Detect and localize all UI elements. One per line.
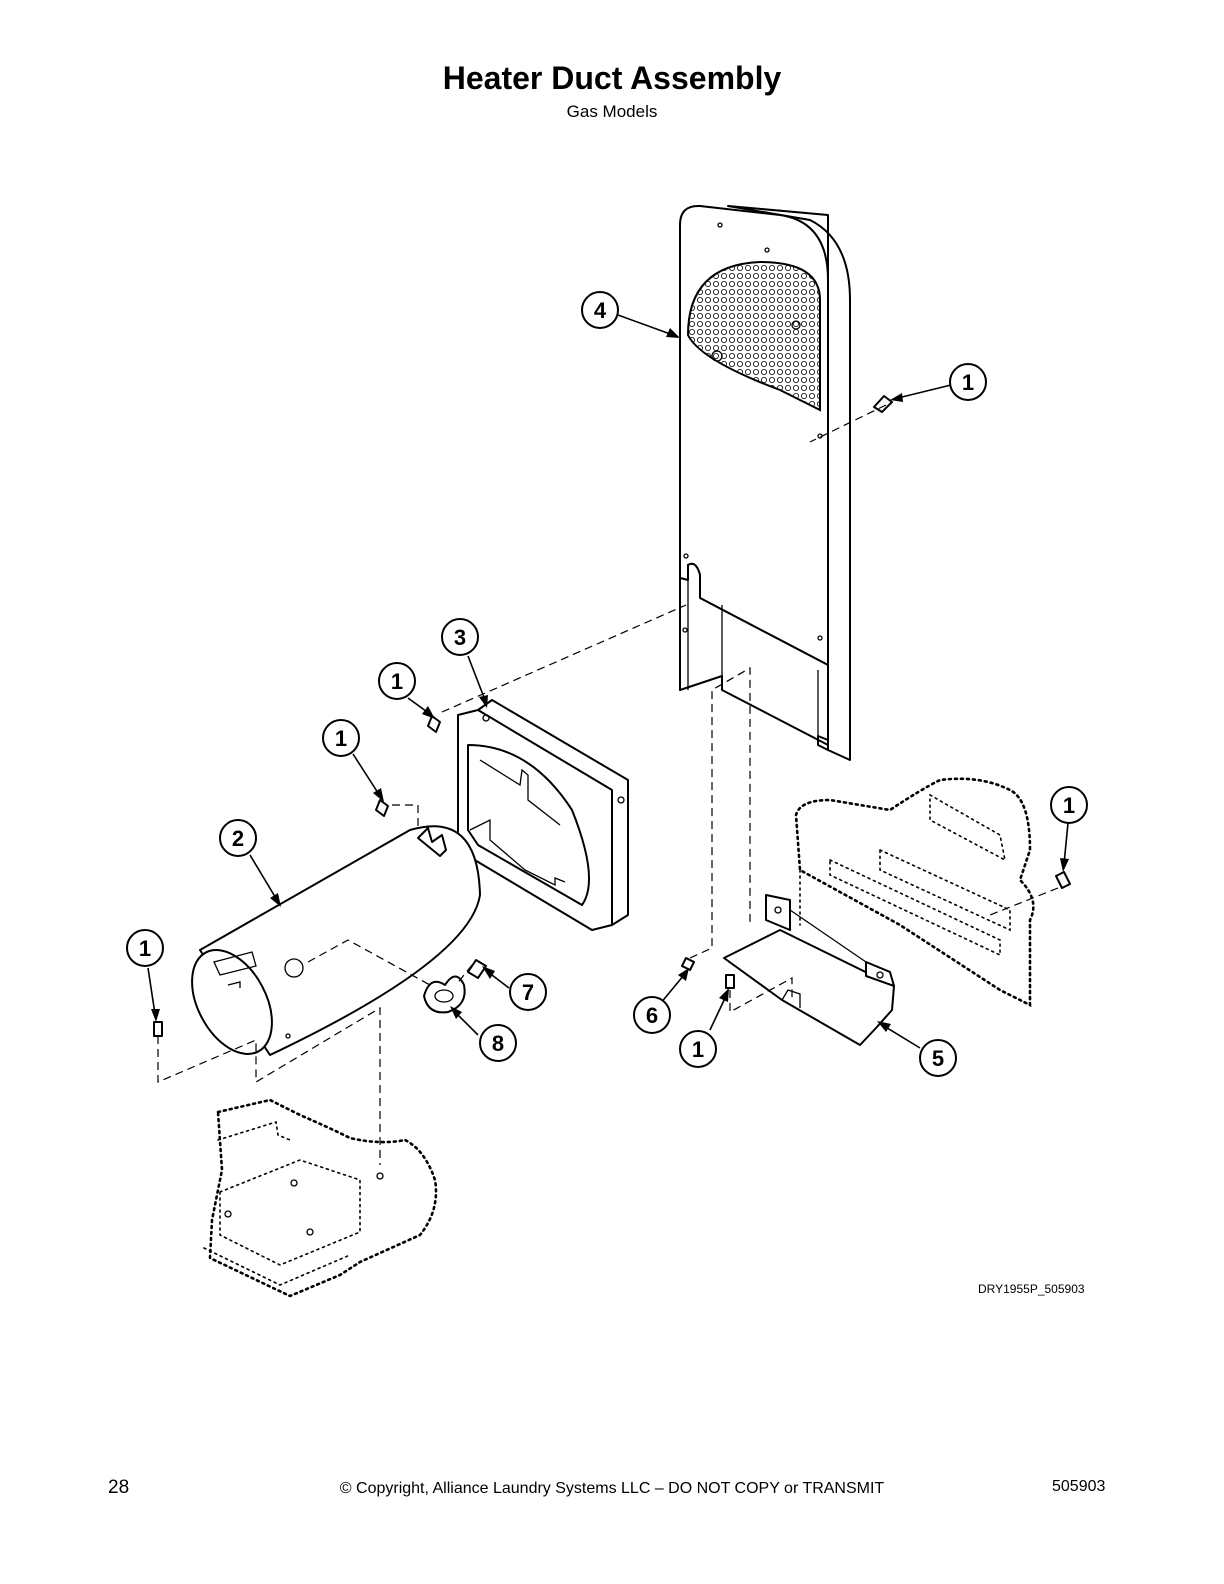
screw-icon <box>681 957 695 971</box>
callout-2: 2 <box>219 819 257 857</box>
page-number: 28 <box>108 1477 130 1498</box>
callout-label: 5 <box>932 1046 944 1071</box>
screw-icon <box>873 395 893 413</box>
callout-6: 6 <box>633 996 671 1034</box>
callout-label: 1 <box>335 726 347 751</box>
callout-label: 1 <box>692 1037 704 1062</box>
callout-label: 8 <box>492 1031 504 1056</box>
callout-label: 4 <box>594 298 607 323</box>
callout-1: 1 <box>322 719 360 757</box>
callout-label: 1 <box>962 370 974 395</box>
copyright-notice: © Copyright, Alliance Laundry Systems LL… <box>339 1480 885 1497</box>
bracket-part <box>723 894 895 1046</box>
callout-label: 2 <box>232 826 244 851</box>
callout-1: 1 <box>378 662 416 700</box>
callout-1: 1 <box>949 363 987 401</box>
callout-5: 5 <box>919 1039 957 1077</box>
thermostat-part <box>423 975 466 1014</box>
callout-8: 8 <box>479 1024 517 1062</box>
burner-base-reference-outline <box>203 1098 438 1298</box>
callout-label: 1 <box>139 936 151 961</box>
drawing-id: DRY1955P_505903 <box>978 1282 1085 1296</box>
callout-1: 1 <box>1050 786 1088 824</box>
screw-icon <box>375 799 389 817</box>
callout-label: 1 <box>391 669 403 694</box>
callout-1: 1 <box>126 929 164 967</box>
screw-icon <box>153 1021 163 1037</box>
callout-label: 3 <box>454 625 466 650</box>
leader-arrows <box>147 314 1069 1049</box>
heater-tube-part <box>191 825 481 1056</box>
callout-3: 3 <box>441 618 479 656</box>
callout-7: 7 <box>509 973 547 1011</box>
callout-label: 7 <box>522 980 534 1005</box>
callout-label: 1 <box>1063 793 1075 818</box>
screw-icons <box>153 395 1071 1037</box>
screw-part-7 <box>467 959 487 979</box>
screw-icon <box>725 974 735 989</box>
cabinet-reference-outline <box>794 777 1035 1008</box>
callout-label: 6 <box>646 1003 658 1028</box>
screw-icon <box>427 715 441 733</box>
screw-icon <box>1055 871 1071 889</box>
document-number: 505903 <box>1052 1478 1106 1495</box>
callout-1: 1 <box>679 1030 717 1068</box>
callout-4: 4 <box>581 291 619 329</box>
page-subtitle: Gas Models <box>566 102 658 121</box>
duct-adapter-part <box>457 699 629 931</box>
heater-duct-panel-part <box>679 204 851 761</box>
page-title: Heater Duct Assembly <box>442 60 782 96</box>
